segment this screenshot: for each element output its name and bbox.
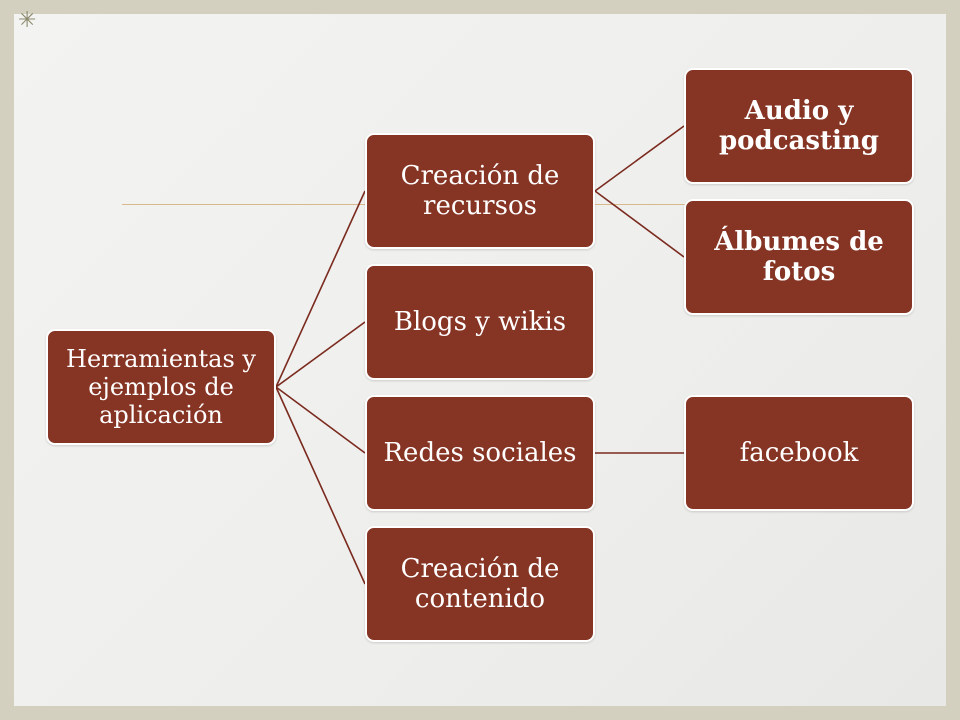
asterisk-icon: ✳ [18, 8, 37, 33]
node-albumes-de-fotos: Álbumes de fotos [684, 199, 914, 315]
node-label: Creación de recursos [400, 160, 560, 221]
connector-recursos-audio [594, 125, 685, 192]
node-label: Blogs y wikis [393, 306, 567, 337]
node-label: Redes sociales [383, 437, 577, 468]
connector-root-contenido [275, 386, 366, 585]
node-facebook: facebook [684, 395, 914, 511]
node-creacion-de-recursos: Creación de recursos [365, 133, 595, 249]
node-label: Álbumes de fotos [714, 226, 884, 287]
connector-root-redes [275, 386, 366, 454]
node-creacion-de-contenido: Creación de contenido [365, 526, 595, 642]
node-label: Audio y podcasting [719, 95, 879, 156]
node-label: facebook [739, 437, 859, 468]
node-audio-y-podcasting: Audio y podcasting [684, 68, 914, 184]
node-blogs-y-wikis: Blogs y wikis [365, 264, 595, 380]
node-redes-sociales: Redes sociales [365, 395, 595, 511]
root-node: Herramientas y ejemplos de aplicación [46, 329, 276, 445]
root-node-label: Herramientas y ejemplos de aplicación [66, 344, 256, 430]
connector-recursos-albumes [594, 190, 685, 258]
connector-root-recursos [275, 190, 366, 388]
node-label: Creación de contenido [400, 553, 560, 614]
connector-root-blogs [275, 321, 366, 388]
